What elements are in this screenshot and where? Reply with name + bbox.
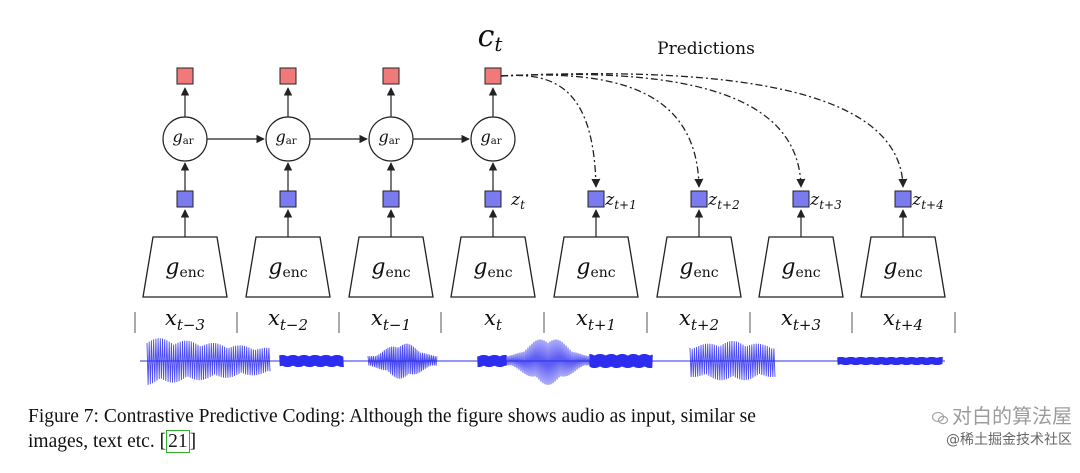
- caption-line-2: images, text etc. [21]: [28, 429, 1076, 454]
- latent-z-square: [894, 190, 912, 208]
- context-label: ct: [478, 19, 504, 56]
- encoder-label: genc: [576, 255, 615, 281]
- predictions-label: Predictions: [657, 39, 755, 59]
- latent-z-label: zt+1: [604, 190, 636, 212]
- cpc-diagram: genc xt−3 gar genc xt−2 gar genc xt−1 gar genc zt x…: [134, 19, 956, 385]
- audio-waveform-segment: [837, 356, 943, 366]
- context-c-square: [176, 67, 194, 85]
- autoregressive-node: [265, 116, 311, 162]
- encoder-block: [553, 236, 639, 298]
- encoder-block: [860, 236, 946, 298]
- latent-z-square: [382, 190, 400, 208]
- input-x-label: xt−3: [165, 306, 205, 334]
- latent-z-square: [792, 190, 810, 208]
- autoregressive-node: [470, 116, 516, 162]
- caption-line-1: Figure 7: Contrastive Predictive Coding:…: [28, 406, 756, 427]
- input-x-label: xt−2: [268, 306, 308, 334]
- encoder-block: [348, 236, 434, 298]
- encoder-block: [142, 236, 228, 298]
- encoder-label: genc: [165, 255, 204, 281]
- wechat-icon: [932, 411, 948, 425]
- context-c-square: [484, 67, 502, 85]
- caption-line-2-prefix: images, text etc. [: [28, 431, 167, 452]
- audio-waveform-segment: [505, 339, 591, 385]
- audio-waveform-segment: [146, 338, 271, 385]
- autoregressive-node: [368, 116, 414, 162]
- latent-z-square: [176, 190, 194, 208]
- latent-z-square: [484, 190, 502, 208]
- audio-waveform-segment: [589, 353, 653, 369]
- latent-z-label: zt+2: [707, 190, 739, 212]
- latent-z-square: [587, 190, 605, 208]
- watermark-title-text: 对白的算法屋: [952, 404, 1072, 428]
- input-x-label: xt+4: [883, 306, 923, 334]
- encoder-label: genc: [473, 255, 512, 281]
- prediction-arrow: [500, 74, 601, 188]
- input-x-label: xt: [484, 306, 503, 334]
- latent-z-label: zt: [510, 190, 525, 212]
- latent-z-square: [279, 190, 297, 208]
- encoder-label: genc: [781, 255, 820, 281]
- prediction-arrow: [500, 74, 704, 188]
- latent-z-square: [690, 190, 708, 208]
- input-x-label: xt−1: [371, 306, 411, 334]
- autoregressive-label: gar: [173, 127, 194, 147]
- audio-waveform-segment: [367, 343, 438, 379]
- encoder-label: genc: [371, 255, 410, 281]
- latent-z-label: zt+4: [911, 190, 943, 212]
- context-c-square: [279, 67, 297, 85]
- citation-link[interactable]: 21: [166, 430, 190, 453]
- encoder-block: [450, 236, 536, 298]
- watermark: 对白的算法屋 @稀土掘金技术社区: [932, 404, 1072, 450]
- input-x-label: xt+1: [576, 306, 616, 334]
- figure-caption: Figure 7: Contrastive Predictive Coding:…: [28, 404, 1076, 454]
- watermark-subtitle: @稀土掘金技术社区: [946, 432, 1072, 448]
- latent-z-label: zt+3: [809, 190, 842, 212]
- caption-line-2-suffix: ]: [189, 431, 197, 452]
- watermark-title: 对白的算法屋: [932, 404, 1072, 428]
- encoder-label: genc: [883, 255, 922, 281]
- input-x-label: xt+3: [781, 306, 821, 334]
- autoregressive-label: gar: [379, 127, 400, 147]
- audio-waveform-segment: [477, 354, 507, 368]
- encoder-label: genc: [268, 255, 307, 281]
- encoder-label: genc: [679, 255, 718, 281]
- autoregressive-label: gar: [481, 127, 502, 147]
- input-x-label: xt+2: [679, 306, 719, 334]
- prediction-arrow: [500, 73, 908, 188]
- audio-waveform-segment: [279, 354, 344, 368]
- context-c-square: [382, 67, 400, 85]
- encoder-block: [758, 236, 844, 298]
- audio-waveform-segment: [689, 340, 776, 381]
- autoregressive-label: gar: [276, 127, 297, 147]
- encoder-block: [245, 236, 331, 298]
- encoder-block: [656, 236, 742, 298]
- prediction-arrow: [500, 73, 806, 188]
- autoregressive-node: [162, 116, 208, 162]
